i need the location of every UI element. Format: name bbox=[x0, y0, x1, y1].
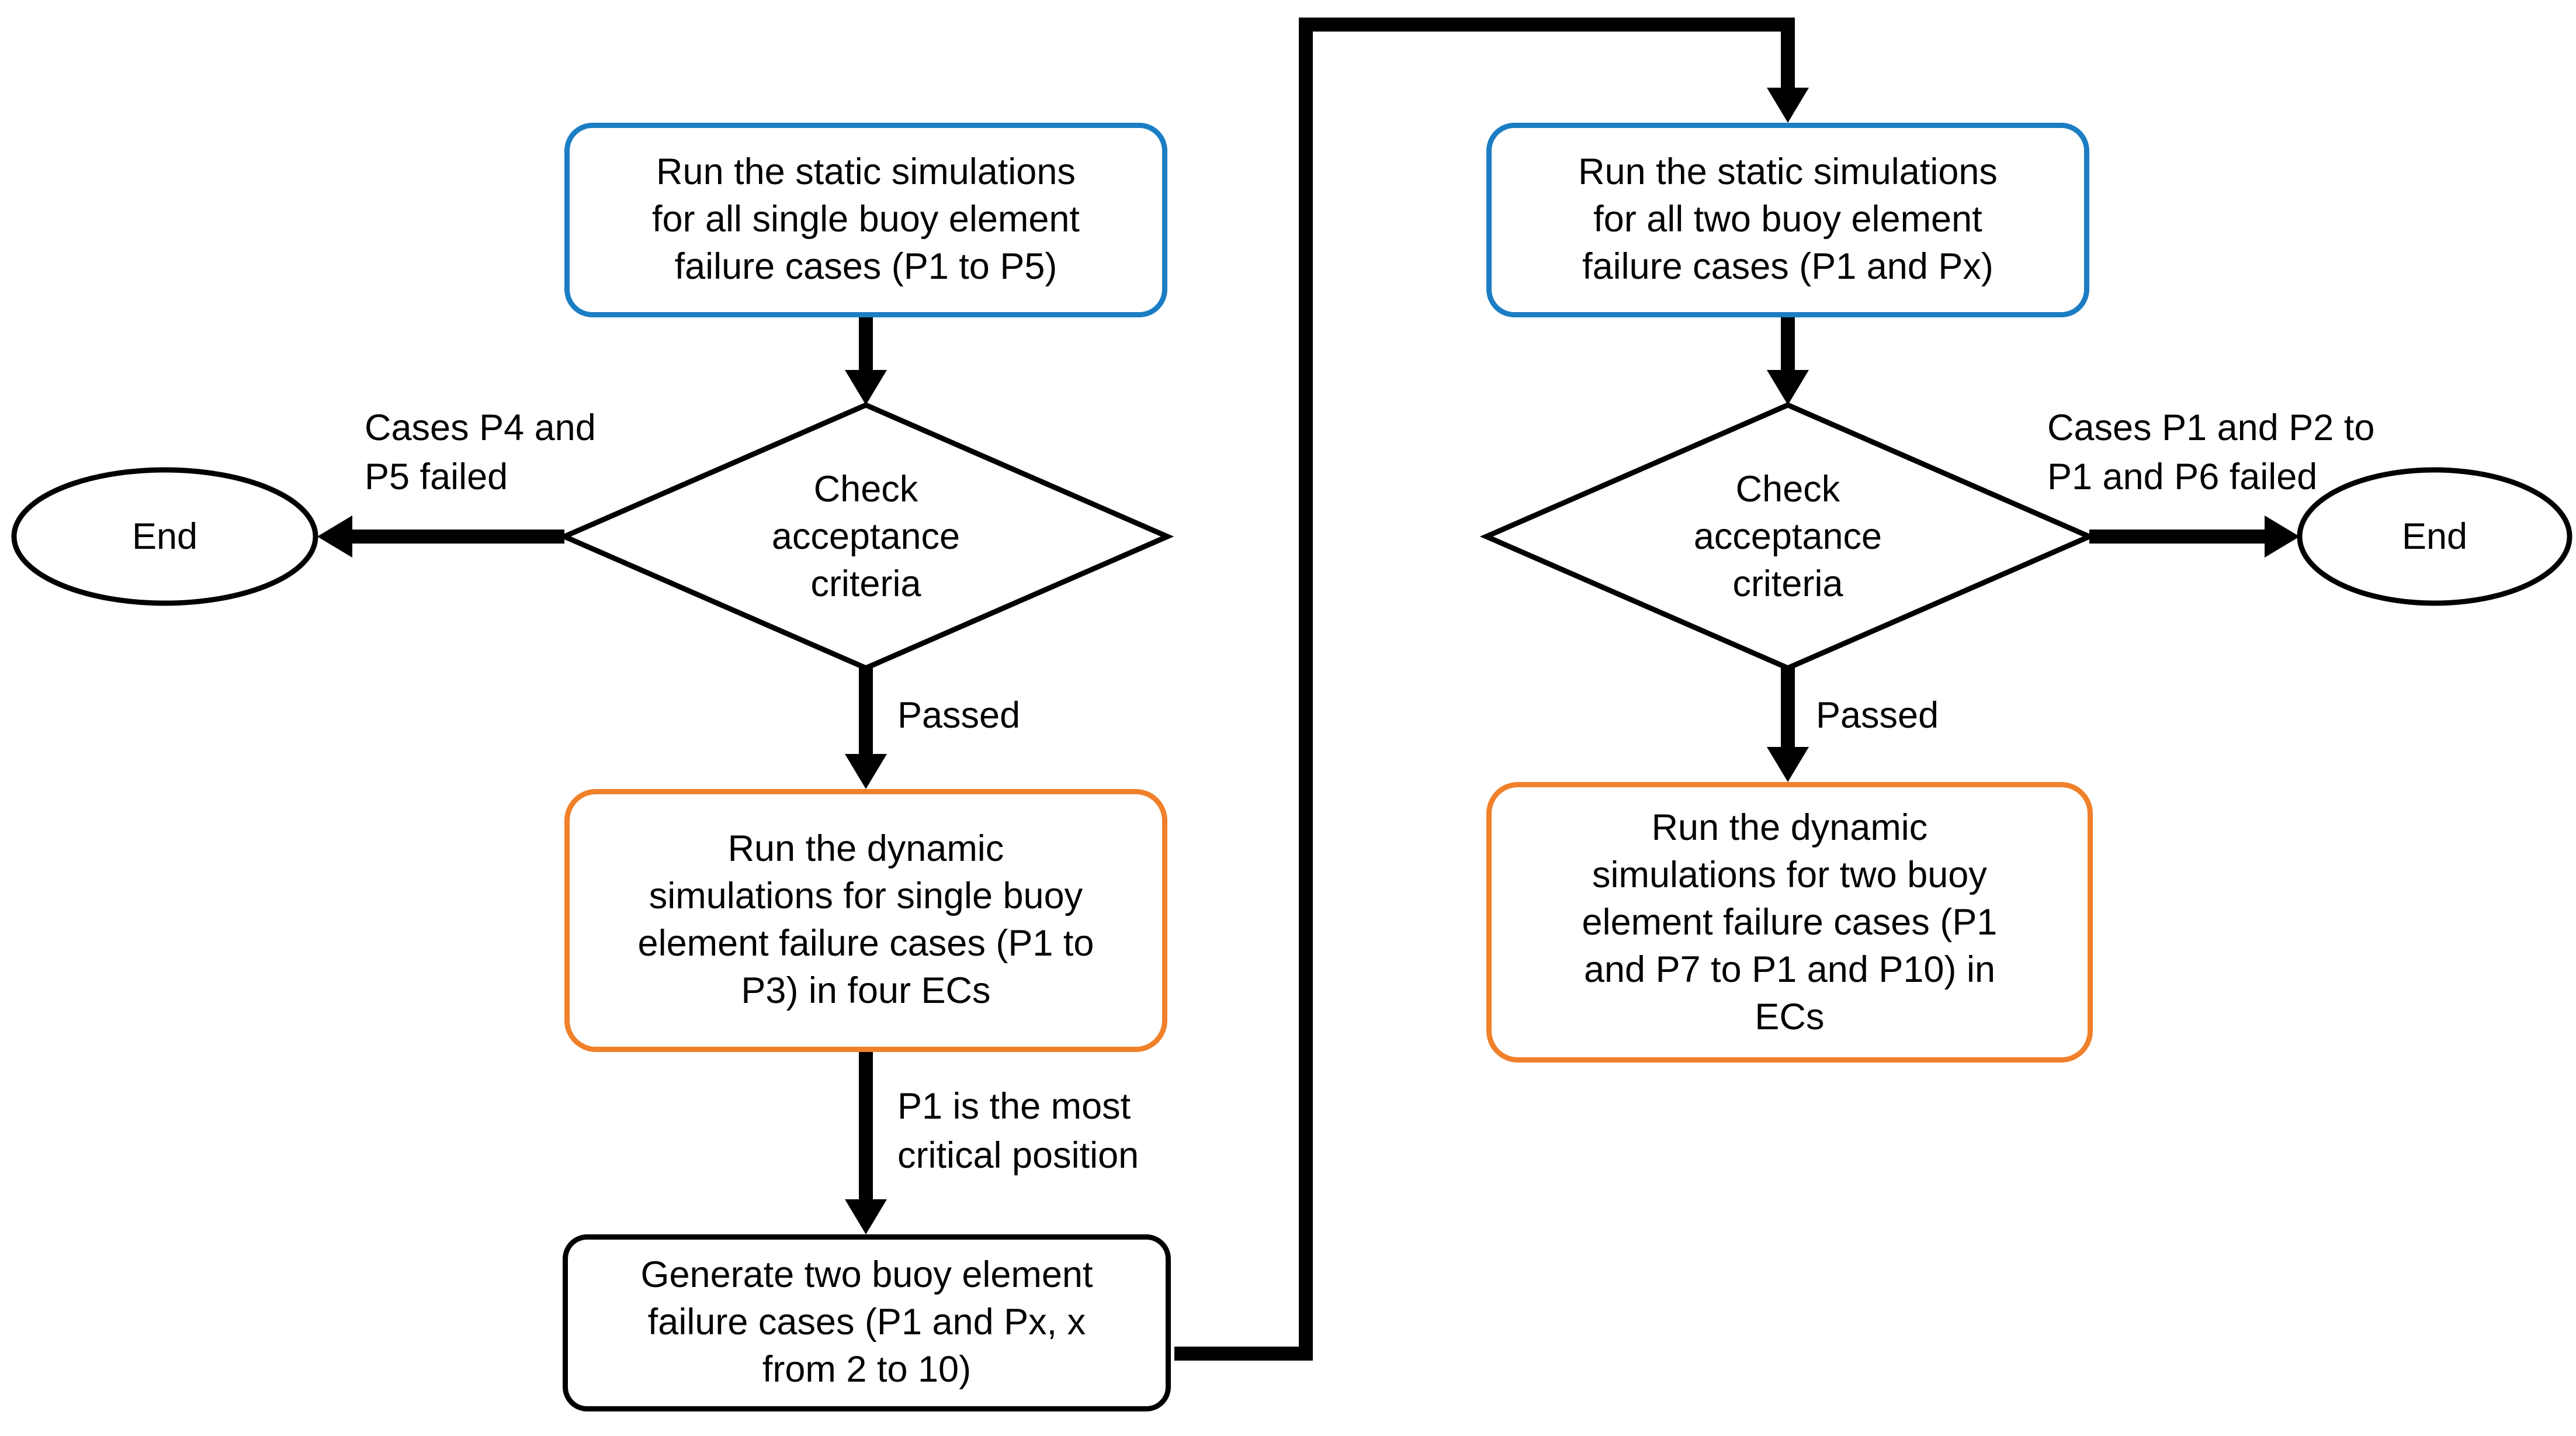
arrow-left-diamond-to-dynamic bbox=[845, 668, 887, 789]
arrowhead-down-icon bbox=[845, 370, 887, 405]
arrow-generate-to-right-static bbox=[1174, 18, 1809, 1361]
dynamic-simulations-single-buoy-box: Run the dynamic simulations for single b… bbox=[564, 789, 1167, 1052]
acceptance-criteria-label-right: Check acceptance criteria bbox=[1693, 470, 1882, 605]
end-label-left: End bbox=[131, 516, 198, 557]
generate-two-buoy-cases-box: Generate two buoy element failure cases … bbox=[563, 1234, 1171, 1411]
arrowhead-down-icon bbox=[1767, 747, 1809, 782]
end-terminator-left bbox=[11, 467, 318, 606]
arrow-right-diamond-to-end bbox=[2089, 515, 2300, 558]
label-cases-failed-right: Cases P1 and P2 to P1 and P6 failed bbox=[2047, 409, 2375, 498]
arrowhead-right-icon bbox=[2265, 515, 2300, 558]
label-passed-left: Passed bbox=[897, 696, 1021, 736]
arrowhead-down-icon bbox=[1767, 370, 1809, 405]
acceptance-criteria-label-left: Check acceptance criteria bbox=[771, 470, 961, 605]
arrow-right-static-to-diamond bbox=[1767, 317, 1809, 405]
label-cases-failed-left: Cases P4 and P5 failed bbox=[365, 409, 596, 498]
end-label-right: End bbox=[2401, 516, 2468, 557]
arrowhead-down-icon bbox=[1767, 88, 1809, 123]
arrow-left-dynamic-to-generate bbox=[845, 1052, 887, 1234]
arrow-left-static-to-diamond bbox=[845, 317, 887, 405]
arrow-right-diamond-to-dynamic bbox=[1767, 668, 1809, 782]
static-simulations-two-buoy-box: Run the static simulations for all two b… bbox=[1486, 123, 2089, 317]
static-simulations-single-buoy-box: Run the static simulations for all singl… bbox=[564, 123, 1167, 317]
label-passed-right: Passed bbox=[1816, 696, 1939, 736]
arrowhead-left-icon bbox=[317, 515, 352, 558]
arrowhead-down-icon bbox=[845, 1199, 887, 1234]
label-critical-position: P1 is the most critical position bbox=[897, 1087, 1139, 1177]
arrow-left-diamond-to-end bbox=[317, 515, 564, 558]
dynamic-simulations-two-buoy-box: Run the dynamic simulations for two buoy… bbox=[1486, 782, 2093, 1063]
arrowhead-down-icon bbox=[845, 754, 887, 789]
